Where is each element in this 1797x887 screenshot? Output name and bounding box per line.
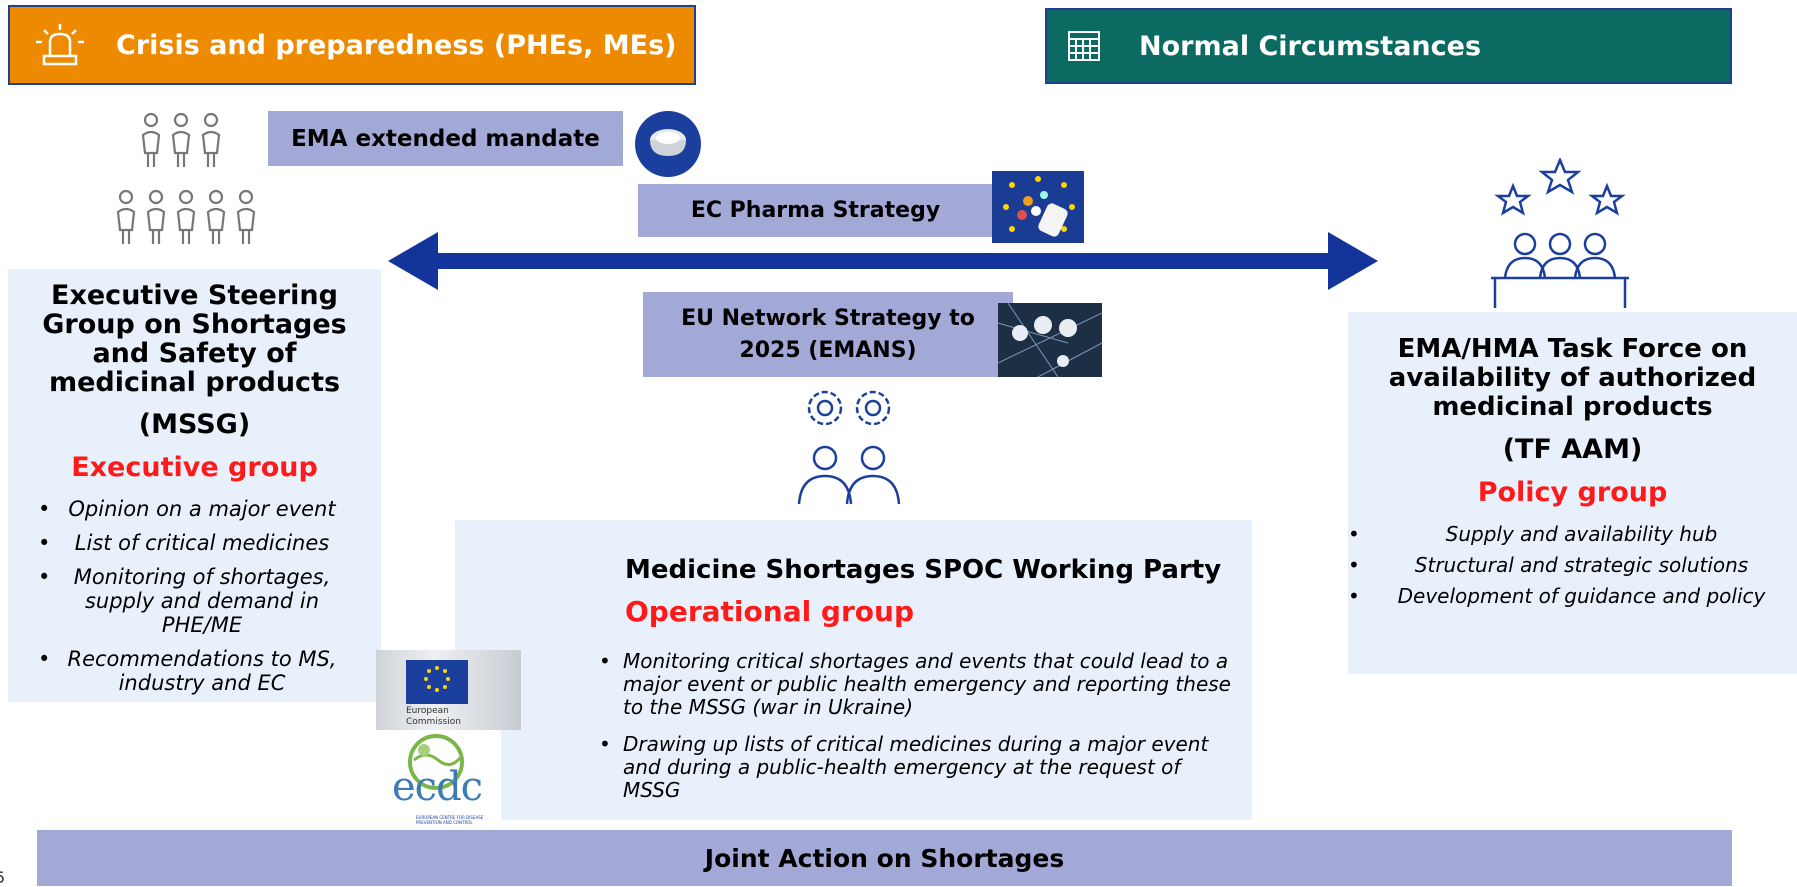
eu-flag-icon (424, 666, 450, 692)
list-item: Monitoring critical shortages and events… (593, 650, 1234, 719)
ec-pharma-box: EC Pharma Strategy (638, 184, 993, 237)
normal-header: Normal Circumstances (1045, 8, 1732, 84)
eu-network-label-line1: EU Network Strategy to (681, 305, 975, 331)
ec-logo-text-1: European (406, 706, 449, 716)
pill-logo-icon (635, 111, 701, 177)
eu-network-label-line2: 2025 (EMANS) (739, 337, 917, 363)
spoc-group: Operational group (625, 595, 914, 628)
joint-action-label: Joint Action on Shortages (704, 843, 1065, 873)
calendar-icon (1068, 31, 1100, 61)
mssg-panel: Executive Steering Group on Shortages an… (8, 269, 381, 702)
pills-image (992, 171, 1084, 243)
crisis-header: Crisis and preparedness (PHEs, MEs) (8, 5, 696, 85)
list-item: Recommendations to MS, industry and EC (8, 647, 381, 695)
list-item: Structural and strategic solutions (1348, 553, 1797, 577)
ecdc-subtext: EUROPEAN CENTRE FOR DISEASE PREVENTION A… (416, 815, 484, 825)
normal-header-label: Normal Circumstances (1139, 30, 1482, 62)
ec-pharma-label: EC Pharma Strategy (690, 198, 941, 223)
mssg-title: Executive Steering Group on Shortages an… (42, 280, 347, 398)
page-number: 5 (0, 868, 6, 887)
mssg-bullets: Opinion on a major event List of critica… (8, 497, 381, 695)
globe-icon (408, 734, 464, 790)
list-item: Drawing up lists of critical medicines d… (593, 733, 1234, 802)
tf-aam-bullets: Supply and availability hub Structural a… (1348, 522, 1797, 608)
mssg-group: Executive group (71, 452, 318, 483)
alarm-icon (36, 24, 84, 66)
people-group-icon (116, 112, 256, 244)
ema-mandate-label: EMA extended mandate (291, 125, 600, 152)
european-commission-logo: European Commission (376, 650, 521, 730)
list-item: Supply and availability hub (1348, 522, 1797, 546)
network-image (998, 303, 1102, 377)
spoc-panel: Medicine Shortages SPOC Working Party Op… (455, 520, 1252, 820)
ecdc-logo: ecdc EUROPEAN CENTRE FOR DISEASE PREVENT… (386, 730, 501, 830)
list-item: Opinion on a major event (8, 497, 381, 521)
tf-aam-group: Policy group (1477, 477, 1668, 508)
ec-logo-text-2: Commission (406, 717, 461, 727)
stars-team-icon (1491, 158, 1629, 308)
gears-people-icon (797, 390, 901, 505)
spoc-bullets: Monitoring critical shortages and events… (593, 650, 1234, 802)
double-arrow (388, 232, 1378, 290)
crisis-header-label: Crisis and preparedness (PHEs, MEs) (116, 29, 677, 61)
ema-mandate-box: EMA extended mandate (268, 111, 623, 166)
list-item: Monitoring of shortages, supply and dema… (8, 565, 381, 637)
joint-action-bar: Joint Action on Shortages (37, 830, 1732, 886)
tf-aam-panel: EMA/HMA Task Force on availability of au… (1348, 312, 1797, 674)
eu-network-box: EU Network Strategy to 2025 (EMANS) (643, 292, 1013, 377)
spoc-title: Medicine Shortages SPOC Working Party (625, 555, 1222, 585)
list-item: Development of guidance and policy (1348, 584, 1797, 608)
tf-aam-title: EMA/HMA Task Force on availability of au… (1388, 334, 1757, 422)
ecdc-text: ecdc (392, 764, 483, 810)
mssg-abbr: (MSSG) (138, 409, 251, 440)
list-item: List of critical medicines (8, 531, 381, 555)
tf-aam-abbr: (TF AAM) (1502, 434, 1643, 465)
